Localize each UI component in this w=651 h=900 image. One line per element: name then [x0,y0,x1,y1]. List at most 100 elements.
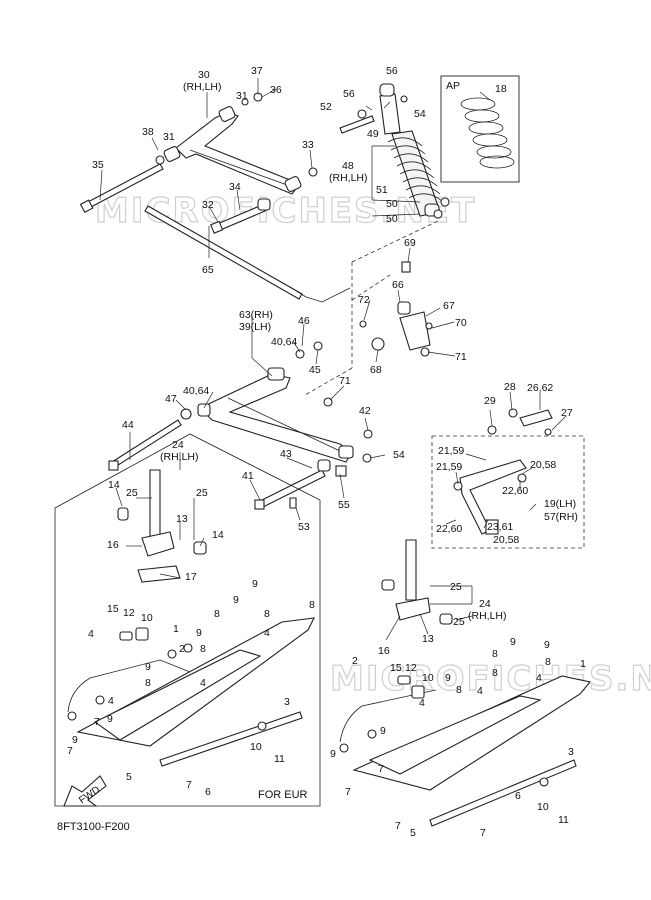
callout-label: 71 [339,375,351,387]
steering-spindle-19 [453,408,553,535]
callout-label: 9 [145,661,151,673]
callout-label: 8 [309,599,315,611]
callout-label: 10 [422,672,434,684]
callout-label: 42 [359,405,371,417]
callout-label: 6 [515,790,521,802]
callout-label: 7 [378,763,384,775]
callout-label: 9 [196,627,202,639]
callout-label: 15 [390,662,402,674]
callout-label: 17 [185,571,197,583]
bolt-34 [210,198,271,234]
callout-label: 50 [386,213,398,225]
ap-label: AP [446,80,460,92]
callout-label: (RH,LH) [329,172,368,184]
reference-line-4 [351,274,391,301]
callout-label: 67 [443,300,455,312]
callout-label: 16 [378,645,390,657]
callout-label: 46 [298,315,310,327]
callout-label: 35 [92,159,104,171]
bolts-41-43 [254,459,347,510]
callout-label: 36 [270,84,282,96]
drawing-code: 8FT3100-F200 [57,821,130,833]
callout-label: 33 [302,139,314,151]
callout-label: 12 [123,607,135,619]
callout-label: 31 [163,131,175,143]
callout-label: 9 [544,639,550,651]
callout-label: 13 [422,633,434,645]
callout-label: 3 [284,696,290,708]
eur-frame [54,433,321,807]
bolt-44 [108,419,182,471]
callout-label: 22,60 [436,523,462,535]
callout-label: 10 [141,612,153,624]
left-spindle [117,469,207,583]
callout-label: 72 [358,294,370,306]
callout-label: 54 [414,108,426,120]
callout-label: 8 [456,684,462,696]
rod-65 [144,205,351,303]
callout-label: 49 [367,128,379,140]
lower-a-arm [180,341,373,463]
right-spindle [381,539,453,625]
callout-label: 65 [202,264,214,276]
callout-label: (RH,LH) [160,451,199,463]
callout-label: 6 [205,786,211,798]
callout-label: 9 [107,713,113,725]
callout-label: 16 [107,539,119,551]
callout-label: 7 [186,779,192,791]
callout-label: 25 [453,616,465,628]
callout-label: 51 [376,184,388,196]
callout-label: 4 [88,628,94,640]
callout-label: 14 [212,529,224,541]
callout-label: 4 [477,685,483,697]
callout-label: (RH,LH) [183,81,222,93]
callout-label: 10 [250,741,262,753]
callout-label: 26,62 [527,382,553,394]
callout-label: 9 [233,594,239,606]
callout-label: 54 [393,449,405,461]
callout-label: 34 [229,181,241,193]
callout-label: 9 [510,636,516,648]
callout-label: 2 [352,655,358,667]
callout-label: 48 [342,160,354,172]
callout-label: 23,61 [487,521,513,533]
reference-line-1 [351,219,441,263]
callout-label: 8 [545,656,551,668]
callout-label: 7 [67,745,73,757]
callout-label: 9 [330,748,336,760]
callout-label: 8 [264,608,270,620]
callout-label: 8 [145,677,151,689]
callout-label: 50 [386,198,398,210]
shock-absorber-48 [339,83,450,219]
callout-label: (RH,LH) [468,610,507,622]
left-ski [67,617,315,767]
callout-label: 9 [72,734,78,746]
callout-label: 1 [580,658,586,670]
callout-label: 10 [537,801,549,813]
leader-lines [99,78,567,641]
callout-label: 66 [392,279,404,291]
callout-label: 56 [386,65,398,77]
bolt-35 [79,163,164,214]
callout-label: 40,64 [271,336,297,348]
callout-label: 8 [492,667,498,679]
upper-a-arm [155,92,318,195]
callout-label: 7 [395,820,401,832]
watermark-text-lower: MICROFICHES.NET [330,659,651,699]
fwd-arrow: FWD [63,775,107,807]
callout-label: 71 [455,351,467,363]
callout-label: 37 [251,65,263,77]
callout-label: 28 [504,381,516,393]
callout-label: 25 [126,487,138,499]
right-ski [339,675,592,827]
callout-label: 4 [419,697,425,709]
callout-label: 12 [405,662,417,674]
callout-label: 63(RH) [239,309,273,321]
callout-label: 21,59 [436,461,462,473]
callout-label: 56 [343,88,355,100]
callout-label: 39(LH) [239,321,271,333]
callout-label: 20,58 [530,459,556,471]
callout-label: 7 [345,786,351,798]
reference-line-3 [304,367,353,396]
callout-label: 8 [214,608,220,620]
